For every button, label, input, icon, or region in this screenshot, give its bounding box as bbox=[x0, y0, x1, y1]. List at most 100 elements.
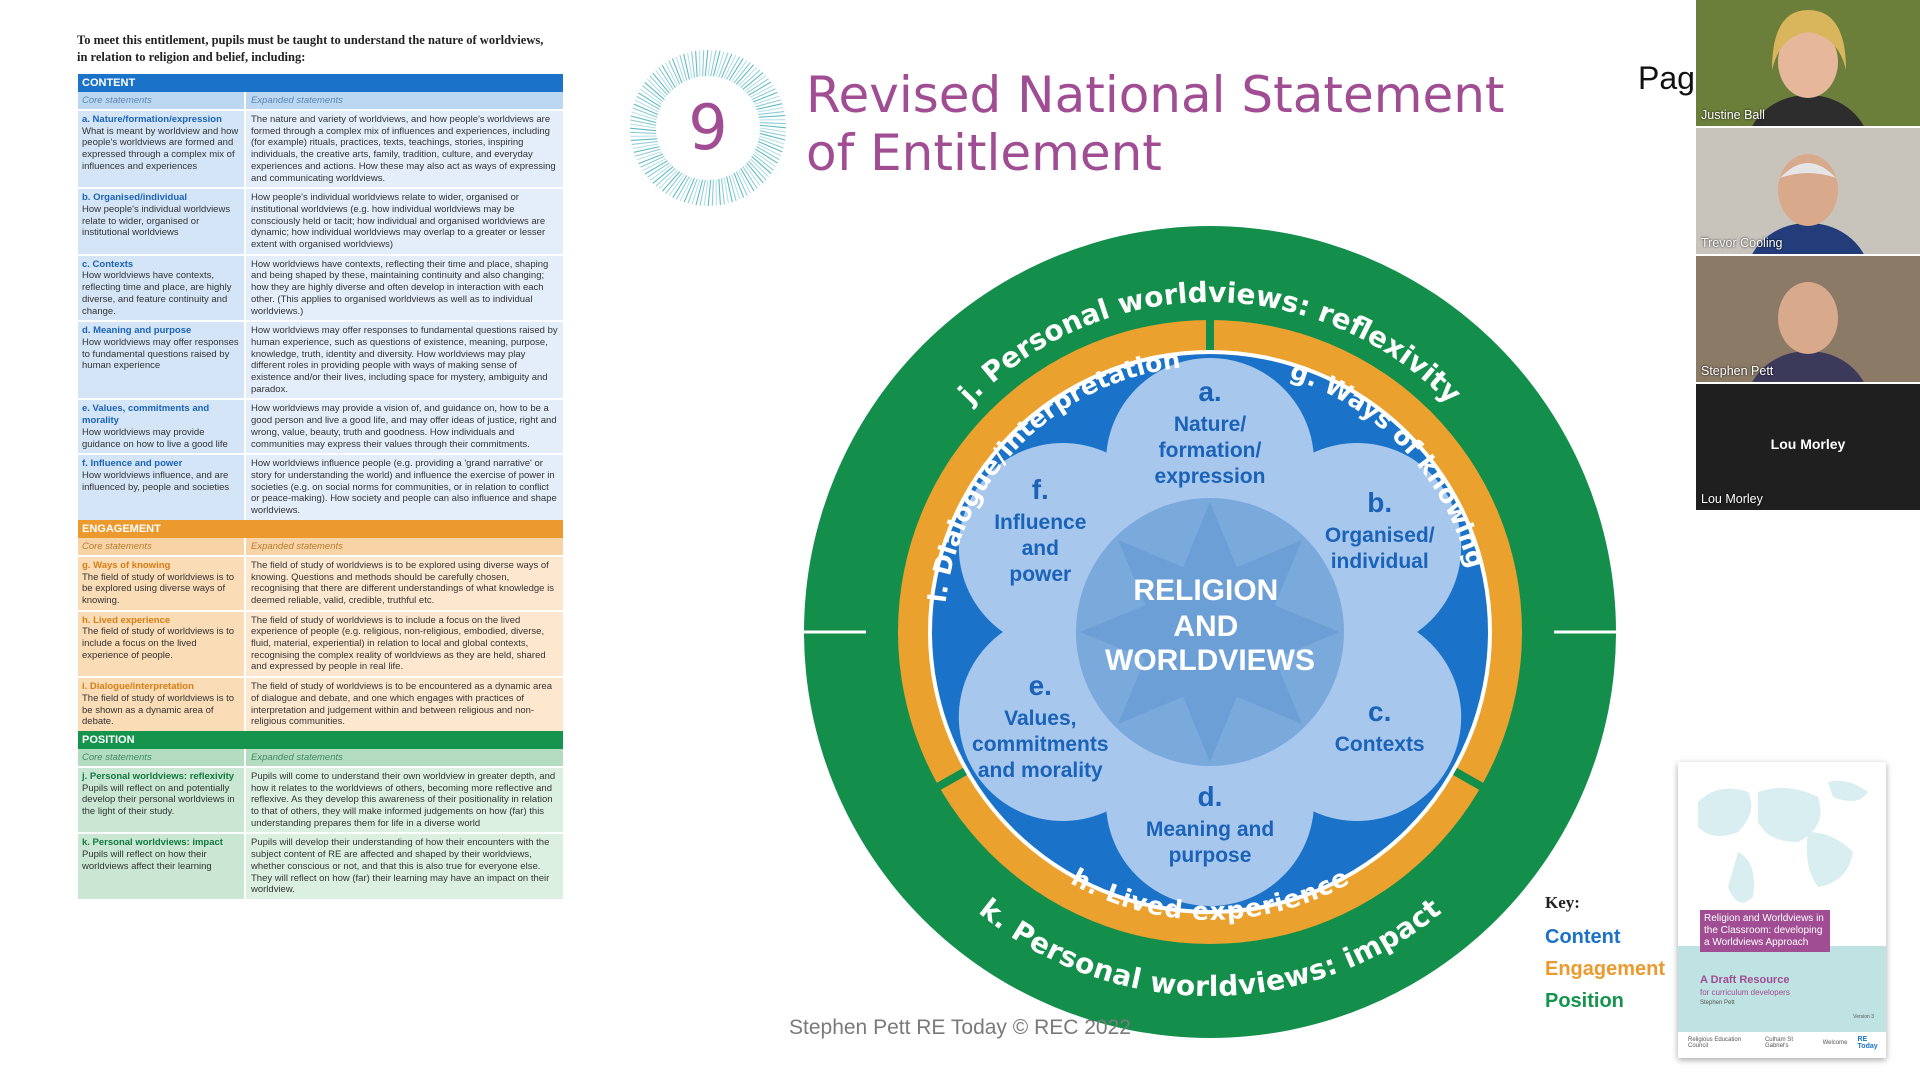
petal-letter: c. bbox=[1368, 696, 1391, 727]
row-title: b. Organised/individual bbox=[82, 192, 188, 204]
petal-text-line: and morality bbox=[978, 759, 1103, 782]
slide-title: Revised National Statement of Entitlemen… bbox=[806, 66, 1505, 182]
petal-text-line: Values, bbox=[1004, 707, 1076, 730]
petal-label: a.Nature/formation/expression bbox=[1155, 376, 1266, 488]
slide-number-badge: 9 bbox=[629, 49, 787, 207]
petal-letter: a. bbox=[1198, 376, 1221, 407]
petal-label: e. Values, commitments and morality bbox=[972, 670, 1109, 782]
table-row: i. Dialogue/interpretation The field of s… bbox=[78, 676, 563, 731]
slide-number: 9 bbox=[688, 91, 727, 164]
row-title: h. Lived experience bbox=[82, 614, 171, 626]
key-title: Key: bbox=[1545, 893, 1580, 912]
core-statement: How people's individual worldviews relat… bbox=[82, 203, 231, 239]
petal-letter: b. bbox=[1367, 487, 1392, 518]
row-title: c. Contexts bbox=[82, 258, 134, 270]
participant-tile[interactable]: Justine Ball bbox=[1696, 0, 1920, 126]
row-title: j. Personal worldviews: reflexivity bbox=[82, 770, 235, 782]
cover-logo-rec: Religious Education Council bbox=[1688, 1037, 1742, 1049]
expanded-statements-header: Expanded statements bbox=[244, 748, 563, 766]
cover-logos: Religious Education Council Culham St Ga… bbox=[1688, 1036, 1886, 1050]
expanded-statement: The field of study of worldviews is to b… bbox=[244, 678, 563, 731]
expanded-statement: The nature and variety of worldviews, an… bbox=[244, 111, 563, 188]
participant-video bbox=[1696, 0, 1920, 126]
cover-version: Version 3 bbox=[1853, 1014, 1874, 1020]
core-statement: The field of study of worldviews is to b… bbox=[82, 571, 235, 606]
cover-subtitle-2: for curriculum developers bbox=[1700, 988, 1790, 997]
petal-letter: f. bbox=[1032, 474, 1049, 505]
center-text-line1: RELIGION bbox=[1133, 574, 1278, 607]
petal-text-line: Influence bbox=[994, 511, 1086, 534]
participant-tile[interactable]: Stephen Pett bbox=[1696, 256, 1920, 382]
key-item-position: Position bbox=[1545, 990, 1624, 1012]
expanded-statement: How worldviews influence people (e.g. pr… bbox=[244, 455, 563, 520]
legend-key: Key: Content Engagement Position bbox=[1545, 893, 1665, 1017]
section-heading: ENGAGEMENT bbox=[78, 519, 563, 538]
petal-text-line: expression bbox=[1155, 465, 1266, 488]
core-statement: How worldviews influence, and are influe… bbox=[82, 469, 230, 493]
section-heading: CONTENT bbox=[78, 74, 563, 92]
core-statement: How worldviews have contexts, reflecting… bbox=[82, 270, 232, 317]
slide-footer: Stephen Pett RE Today © REC 2022 bbox=[789, 1016, 1131, 1039]
petal-text-line: power bbox=[1009, 563, 1071, 586]
row-title: a. Nature/formation/expression bbox=[82, 114, 222, 125]
expanded-statement: How worldviews have contexts, reflecting… bbox=[244, 255, 563, 321]
row-title: e. Values, commitments and morality bbox=[82, 403, 210, 427]
participant-name: Justine Ball bbox=[1701, 108, 1765, 122]
core-statements-header: Core statements bbox=[82, 540, 152, 552]
expanded-statements-header: Expanded statements bbox=[244, 92, 563, 109]
petal-label: c.Contexts bbox=[1335, 696, 1425, 756]
expanded-statement: Pupils will develop their understanding … bbox=[244, 834, 563, 899]
expanded-statement: How worldviews may provide a vision of, … bbox=[244, 400, 563, 454]
petal-text-line: formation/ bbox=[1159, 439, 1262, 462]
center-text-line2: AND bbox=[1173, 610, 1238, 643]
cover-logo-culham: Culham St Gabriel's bbox=[1764, 1037, 1793, 1049]
table-row: e. Values, commitments and morality How w… bbox=[78, 398, 563, 454]
participant-name: Stephen Pett bbox=[1701, 364, 1774, 378]
petal-text-line: commitments bbox=[972, 733, 1109, 756]
cover-subtitle: A Draft Resource bbox=[1700, 974, 1790, 986]
key-item-content: Content bbox=[1545, 926, 1621, 948]
cover-title: Religion and Worldviews in the Classroom… bbox=[1700, 910, 1830, 952]
resource-cover-thumbnail[interactable]: Religion and Worldviews in the Classroom… bbox=[1678, 762, 1886, 1058]
expanded-statement: How people's individual worldviews relat… bbox=[244, 189, 563, 254]
row-title: i. Dialogue/interpretation bbox=[82, 681, 194, 693]
cover-logo-retoday: RE Today bbox=[1857, 1036, 1878, 1050]
row-title: k. Personal worldviews: impact bbox=[82, 837, 223, 849]
petal-text-line: purpose bbox=[1169, 844, 1252, 867]
core-statement: What is meant by worldview and how peopl… bbox=[82, 125, 239, 172]
slide-title-line1: Revised National Statement bbox=[806, 66, 1505, 124]
row-title: f. Influence and power bbox=[82, 458, 183, 470]
expanded-statement: How worldviews may offer responses to fu… bbox=[244, 322, 563, 399]
petal-text-line: Meaning and bbox=[1146, 818, 1274, 841]
petal-letter: e. bbox=[1029, 670, 1052, 701]
center-text-line3: WORLDVIEWS bbox=[1105, 644, 1315, 677]
participant-video bbox=[1696, 128, 1920, 254]
participant-tile[interactable]: Trevor Cooling bbox=[1696, 128, 1920, 254]
core-statement: Pupils will reflect on and potentially d… bbox=[82, 782, 235, 818]
expanded-statements-header: Expanded statements bbox=[244, 537, 563, 555]
section-heading: POSITION bbox=[78, 730, 563, 749]
row-title: g. Ways of knowing bbox=[82, 559, 171, 571]
slide-title-line2: of Entitlement bbox=[806, 124, 1162, 182]
expanded-statement: The field of study of worldviews is to b… bbox=[244, 556, 563, 610]
participant-name: Trevor Cooling bbox=[1701, 236, 1783, 250]
core-statement: Pupils will reflect on how their worldvi… bbox=[82, 849, 212, 872]
